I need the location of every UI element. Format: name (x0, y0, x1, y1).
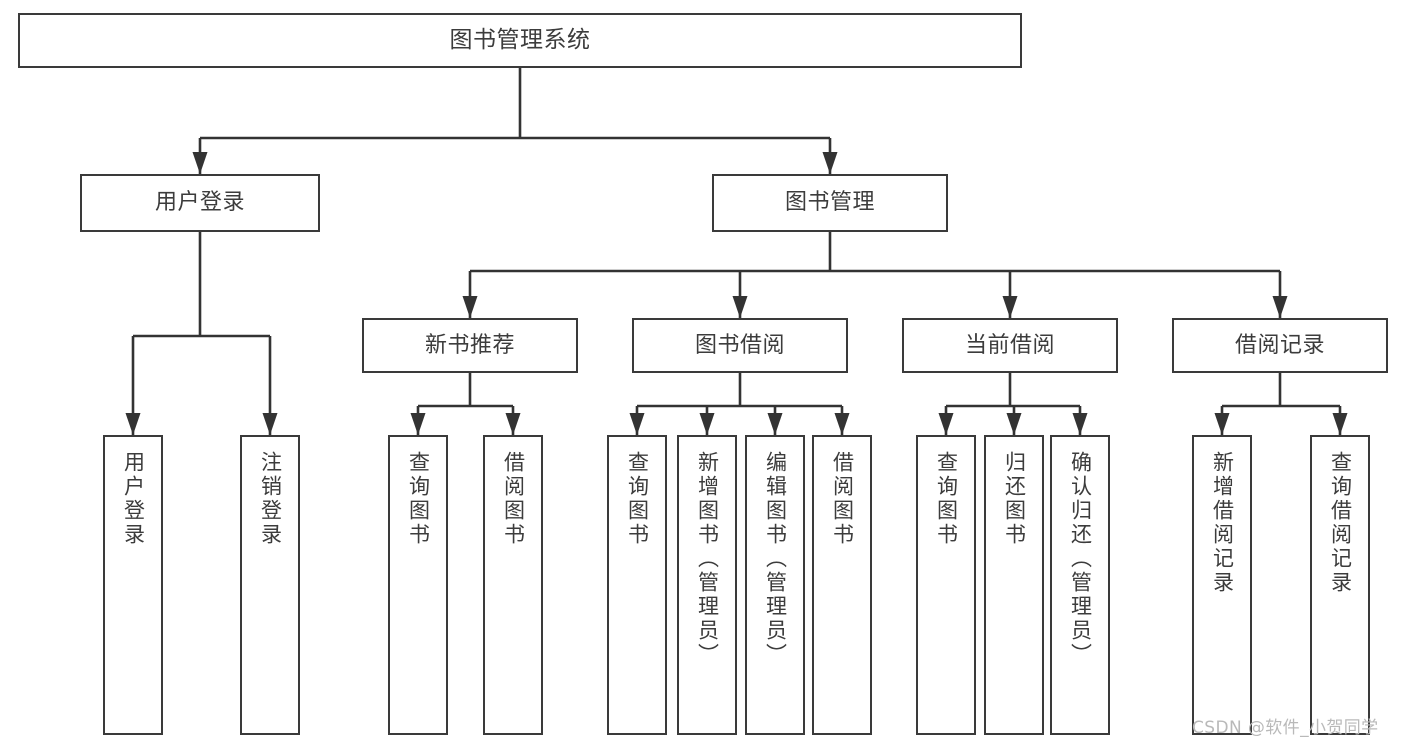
node-l13[interactable]: 查询借阅记录 (1310, 435, 1370, 735)
current-to-leaves-arrowhead-2 (1072, 413, 1088, 435)
node-root[interactable]: 图书管理系统 (18, 13, 1022, 68)
node-label: 查询图书 (934, 451, 959, 547)
record-to-leaves-arrowhead-1 (1332, 413, 1348, 435)
node-l12[interactable]: 新增借阅记录 (1192, 435, 1252, 735)
books-to-level3-arrowhead-2 (1002, 296, 1018, 318)
node-label: 借阅图书 (830, 451, 855, 547)
node-l9[interactable]: 查询图书 (916, 435, 976, 735)
node-label: 查询图书 (625, 451, 650, 547)
node-l1[interactable]: 用户登录 (103, 435, 163, 735)
root-to-level2-arrowhead-0 (192, 152, 208, 174)
node-n3c[interactable]: 当前借阅 (902, 318, 1118, 373)
node-label: 新增图书（管理员） (695, 451, 720, 667)
node-label: 用户登录 (154, 190, 245, 216)
node-label: 注销登录 (258, 451, 283, 547)
node-label: 编辑图书（管理员） (763, 451, 788, 667)
node-label: 查询图书 (406, 451, 431, 547)
node-label: 借阅记录 (1234, 332, 1325, 358)
borrow-to-leaves-arrowhead-3 (834, 413, 850, 435)
node-n3b[interactable]: 图书借阅 (632, 318, 848, 373)
node-l3[interactable]: 查询图书 (388, 435, 448, 735)
node-l8[interactable]: 借阅图书 (812, 435, 872, 735)
node-label: 当前借阅 (964, 332, 1055, 358)
node-label: 图书借阅 (694, 332, 785, 358)
node-label: 查询借阅记录 (1328, 451, 1353, 595)
node-l10[interactable]: 归还图书 (984, 435, 1044, 735)
books-to-level3-arrowhead-3 (1272, 296, 1288, 318)
node-l6[interactable]: 新增图书（管理员） (677, 435, 737, 735)
node-n3a[interactable]: 新书推荐 (362, 318, 578, 373)
borrow-to-leaves-arrowhead-2 (767, 413, 783, 435)
borrow-to-leaves-arrowhead-1 (699, 413, 715, 435)
node-label: 图书管理系统 (449, 26, 591, 53)
node-l11[interactable]: 确认归还（管理员） (1050, 435, 1110, 735)
node-l5[interactable]: 查询图书 (607, 435, 667, 735)
borrow-to-leaves-arrowhead-0 (629, 413, 645, 435)
root-to-level2-arrowhead-1 (822, 152, 838, 174)
node-label: 新书推荐 (424, 332, 515, 358)
login-to-leaves-arrowhead-1 (262, 413, 278, 435)
node-l7[interactable]: 编辑图书（管理员） (745, 435, 805, 735)
node-label: 新增借阅记录 (1210, 451, 1235, 595)
node-n3d[interactable]: 借阅记录 (1172, 318, 1388, 373)
current-to-leaves-arrowhead-0 (938, 413, 954, 435)
node-l2[interactable]: 注销登录 (240, 435, 300, 735)
newbook-to-leaves-arrowhead-0 (410, 413, 426, 435)
node-label: 用户登录 (121, 451, 146, 547)
current-to-leaves-arrowhead-1 (1006, 413, 1022, 435)
node-n2b[interactable]: 图书管理 (712, 174, 948, 232)
books-to-level3-arrowhead-0 (462, 296, 478, 318)
newbook-to-leaves-arrowhead-1 (505, 413, 521, 435)
login-to-leaves-arrowhead-0 (125, 413, 141, 435)
books-to-level3-arrowhead-1 (732, 296, 748, 318)
watermark-text: CSDN @软件_小贺同学 (1192, 718, 1379, 738)
node-label: 确认归还（管理员） (1068, 451, 1093, 667)
node-l4[interactable]: 借阅图书 (483, 435, 543, 735)
node-n2a[interactable]: 用户登录 (80, 174, 320, 232)
node-label: 图书管理 (784, 190, 875, 216)
node-label: 归还图书 (1002, 451, 1027, 547)
record-to-leaves-arrowhead-0 (1214, 413, 1230, 435)
node-label: 借阅图书 (501, 451, 526, 547)
